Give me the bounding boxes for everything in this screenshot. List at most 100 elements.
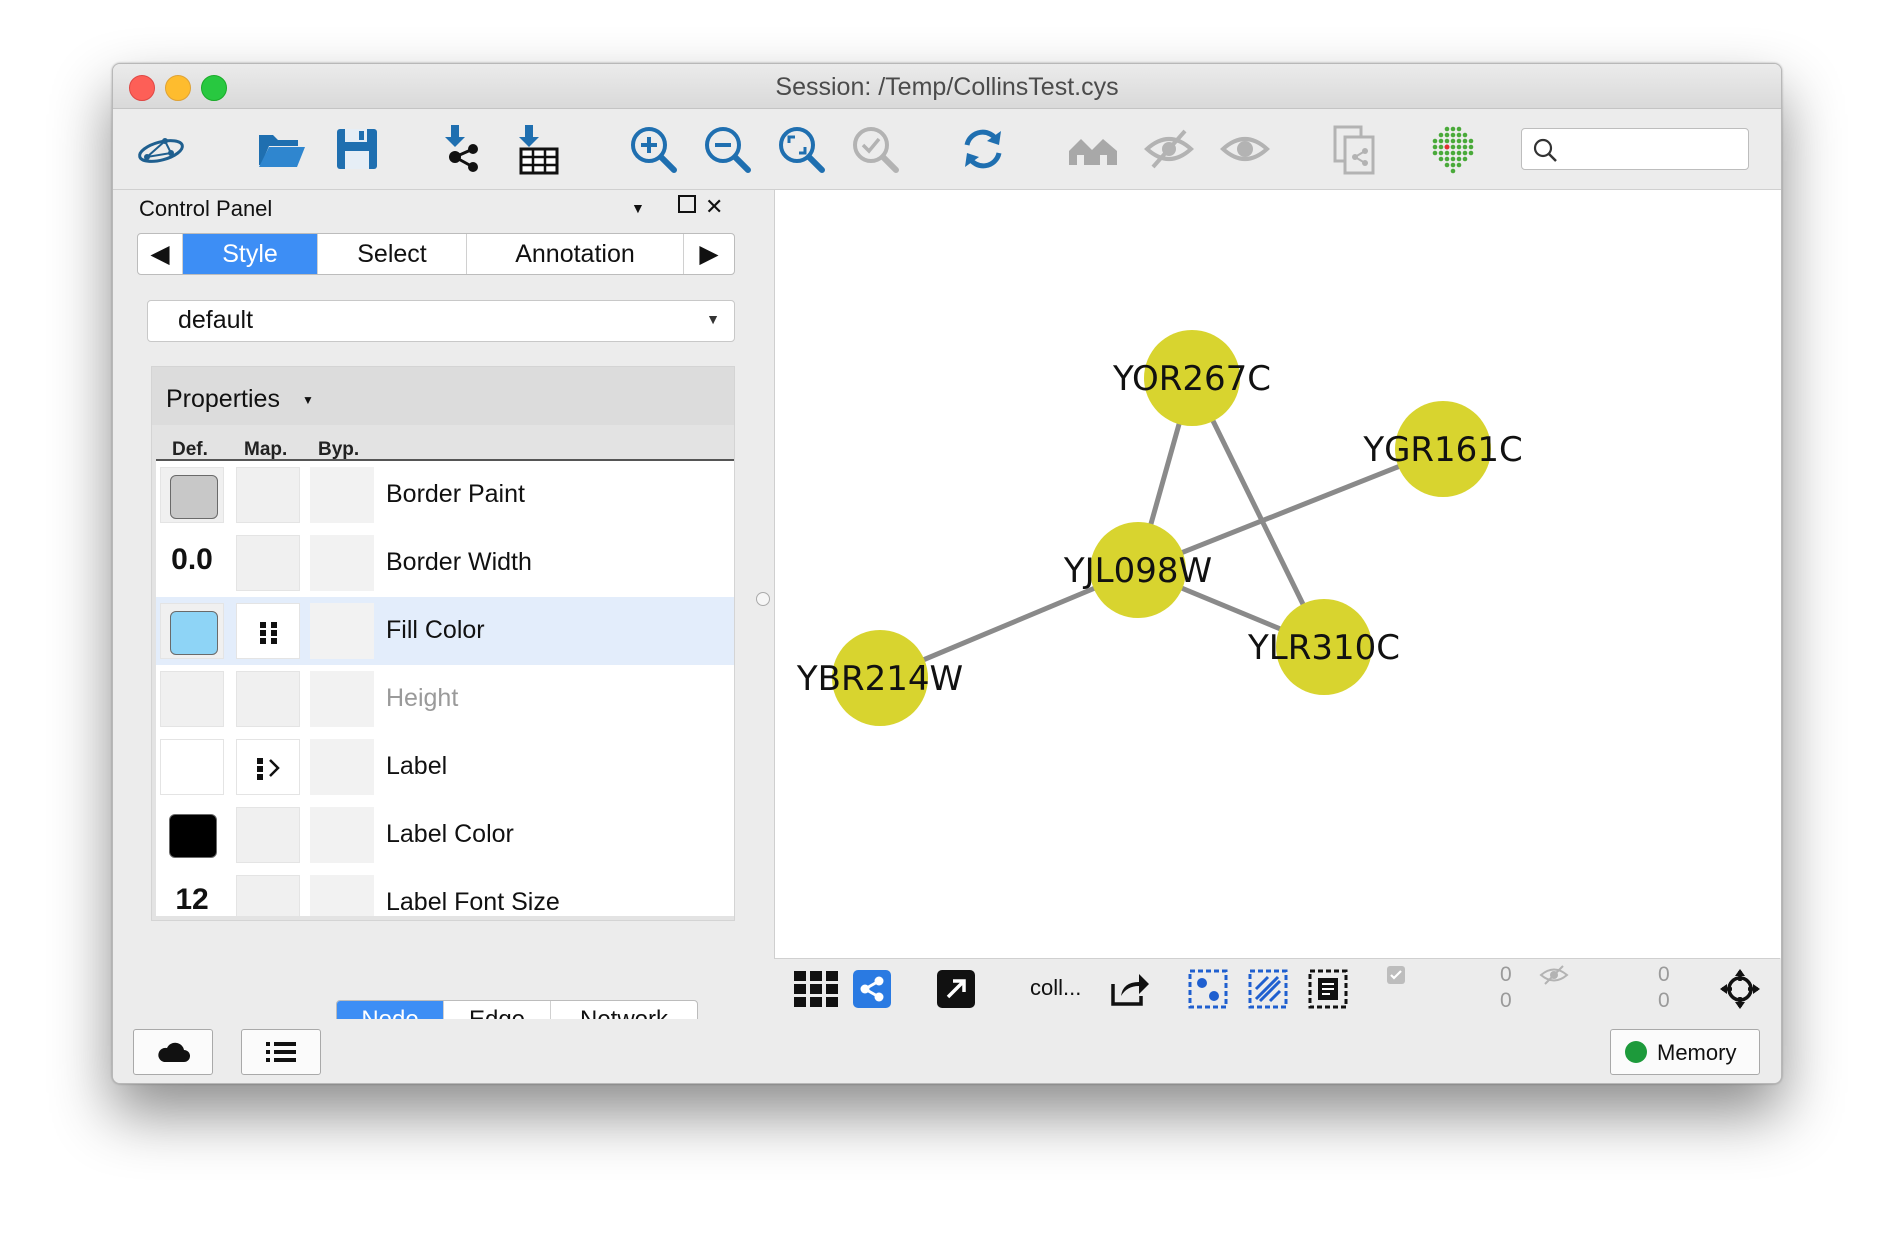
default-value: 0.0 [171, 543, 213, 576]
property-row[interactable]: 0.0 Border Width [156, 529, 734, 598]
default-value-cell[interactable] [160, 739, 224, 795]
bypass-cell[interactable] [310, 535, 374, 591]
tab-style[interactable]: Style [183, 234, 318, 274]
status-bar: Memory [113, 1019, 1781, 1083]
default-value-cell[interactable]: 0.0 [160, 535, 224, 591]
col-map: Map. [244, 439, 288, 460]
bypass-cell[interactable] [310, 467, 374, 523]
property-row[interactable]: Label Color [156, 801, 734, 870]
properties-panel: Properties ▼ Def. Map. Byp. Border Paint… [151, 366, 735, 921]
maximize-window-button[interactable] [201, 75, 227, 101]
network-name[interactable]: coll... [1030, 975, 1082, 1000]
default-value: 12 [175, 883, 209, 916]
import-network-icon[interactable] [433, 121, 489, 177]
hidden-nodes-count: 0 [1658, 963, 1670, 986]
network-node[interactable] [1395, 401, 1491, 497]
mapping-cell[interactable] [236, 671, 300, 727]
zoom-out-icon[interactable] [699, 121, 755, 177]
network-overview-icon[interactable] [1425, 121, 1481, 177]
network-view-toolbar: coll... 0 0 0 0 [774, 958, 1780, 1020]
open-folder-icon[interactable] [253, 121, 309, 177]
default-value-cell[interactable] [160, 671, 224, 727]
property-row[interactable]: Height [156, 665, 734, 734]
bypass-cell[interactable] [310, 603, 374, 659]
default-value-cell[interactable]: 12 [160, 875, 224, 916]
network-edge[interactable] [1137, 446, 1444, 573]
detach-view-icon[interactable] [932, 967, 980, 1011]
bypass-cell[interactable] [310, 807, 374, 863]
mapping-cell[interactable] [236, 739, 300, 795]
title-bar: Session: /Temp/CollinsTest.cys [113, 64, 1781, 109]
bypass-cell[interactable] [310, 671, 374, 727]
float-panel-icon[interactable] [677, 194, 697, 220]
hide-selected-icon[interactable] [1141, 121, 1197, 177]
cytoscape-logo-icon[interactable] [133, 121, 189, 177]
crosshair-icon[interactable] [1716, 967, 1764, 1011]
tab-scroll-left[interactable]: ◀ [138, 234, 183, 274]
property-row[interactable]: Fill Color [156, 597, 734, 666]
select-nodes-mode-icon[interactable] [1184, 967, 1232, 1011]
close-window-button[interactable] [129, 75, 155, 101]
import-table-icon[interactable] [509, 121, 565, 177]
network-grid-icon[interactable] [792, 967, 840, 1011]
property-label: Border Paint [386, 480, 525, 508]
default-value-cell[interactable] [160, 807, 224, 863]
node-label: YOR267C [1112, 359, 1271, 399]
mapping-cell[interactable] [236, 535, 300, 591]
property-row[interactable]: Label [156, 733, 734, 802]
property-row[interactable]: 12 Label Font Size [156, 869, 734, 916]
split-pane-divider[interactable] [756, 592, 770, 606]
mapping-cell[interactable] [236, 467, 300, 523]
cloud-icon [158, 1042, 190, 1062]
mapping-cell[interactable] [236, 807, 300, 863]
search-icon [1533, 138, 1557, 162]
node-label: YJL098W [1063, 551, 1212, 591]
node-label: YGR161C [1362, 430, 1522, 470]
save-icon[interactable] [329, 121, 385, 177]
zoom-in-icon[interactable] [625, 121, 681, 177]
minimize-window-button[interactable] [165, 75, 191, 101]
default-value-cell[interactable] [160, 603, 224, 659]
cloud-button[interactable] [133, 1029, 213, 1075]
property-row[interactable]: Border Paint [156, 461, 734, 530]
network-node[interactable] [1090, 522, 1186, 618]
network-node[interactable] [1144, 330, 1240, 426]
node-label: YBR214W [796, 659, 963, 699]
network-node[interactable] [832, 630, 928, 726]
close-panel-icon[interactable]: ✕ [705, 194, 724, 219]
tab-scroll-right[interactable]: ▶ [699, 240, 719, 268]
search-input[interactable] [1566, 133, 1740, 165]
mapping-cell[interactable] [236, 875, 300, 916]
mapping-cell[interactable] [236, 603, 300, 659]
show-all-icon[interactable] [1217, 121, 1273, 177]
properties-header[interactable]: Properties ▼ [152, 367, 734, 425]
network-view-mode-icon[interactable] [848, 967, 896, 1011]
network-edge[interactable] [1189, 376, 1327, 649]
memory-button[interactable]: Memory [1610, 1029, 1760, 1075]
first-neighbors-icon[interactable] [1065, 121, 1121, 177]
tab-annotation[interactable]: Annotation [467, 234, 684, 274]
select-edges-mode-icon[interactable] [1244, 967, 1292, 1011]
zoom-selected-icon[interactable] [847, 121, 903, 177]
zoom-fit-icon[interactable] [773, 121, 829, 177]
share-view-icon[interactable] [1106, 967, 1154, 1011]
properties-menu-icon: ▼ [302, 393, 314, 407]
property-label: Height [386, 684, 459, 712]
tab-select[interactable]: Select [318, 234, 467, 274]
select-annotations-mode-icon[interactable] [1304, 967, 1352, 1011]
cytoscape-window: Session: /Temp/CollinsTest.cys [112, 63, 1782, 1084]
color-swatch [170, 611, 218, 655]
control-panel-tabs: ◀ Style Select Annotation ▶ [137, 233, 735, 275]
task-list-button[interactable] [241, 1029, 321, 1075]
new-network-from-selection-icon[interactable] [1327, 121, 1383, 177]
search-box[interactable] [1521, 128, 1749, 170]
default-value-cell[interactable] [160, 467, 224, 523]
bypass-cell[interactable] [310, 739, 374, 795]
refresh-layout-icon[interactable] [955, 121, 1011, 177]
panel-menu-icon[interactable]: ▼ [631, 200, 645, 216]
style-select[interactable]: default ▼ [147, 300, 735, 342]
bypass-cell[interactable] [310, 875, 374, 916]
network-node[interactable] [1276, 599, 1372, 695]
